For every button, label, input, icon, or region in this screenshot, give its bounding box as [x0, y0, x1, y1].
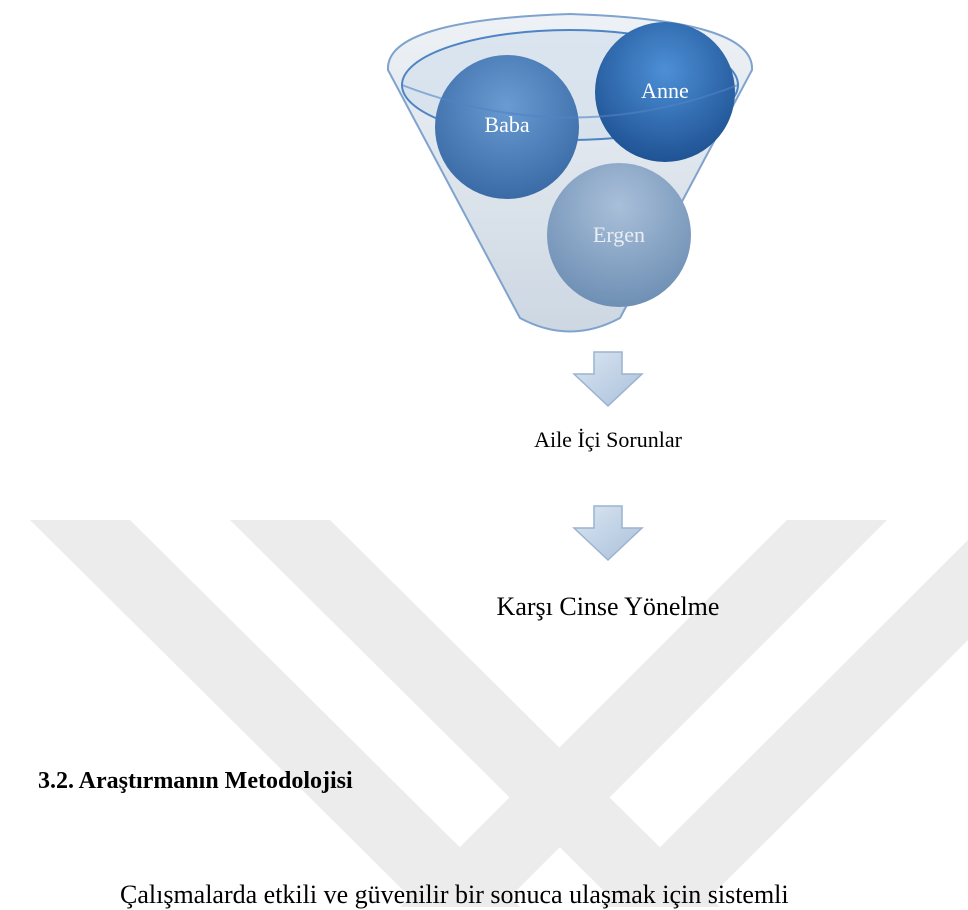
down-arrow-icon	[572, 505, 644, 562]
circle-baba	[435, 55, 579, 199]
section-heading: 3.2. Araştırmanın Metodolojisi	[38, 768, 353, 794]
circle-ergen	[547, 163, 691, 307]
step-aile-ici-sorunlar: Aile İçi Sorunlar	[534, 427, 682, 452]
funnel-diagram	[386, 12, 754, 333]
circle-anne	[595, 22, 735, 162]
funnel-item-anne: Anne	[641, 78, 689, 103]
paragraph-text: Çalışmalarda etkili ve güvenilir bir son…	[120, 880, 789, 909]
step-karsi-cinse-yonelme: Karşı Cinse Yönelme	[496, 592, 720, 621]
funnel-item-ergen: Ergen	[592, 222, 646, 247]
down-arrow-icon	[572, 351, 644, 408]
funnel-item-baba: Baba	[484, 112, 530, 137]
